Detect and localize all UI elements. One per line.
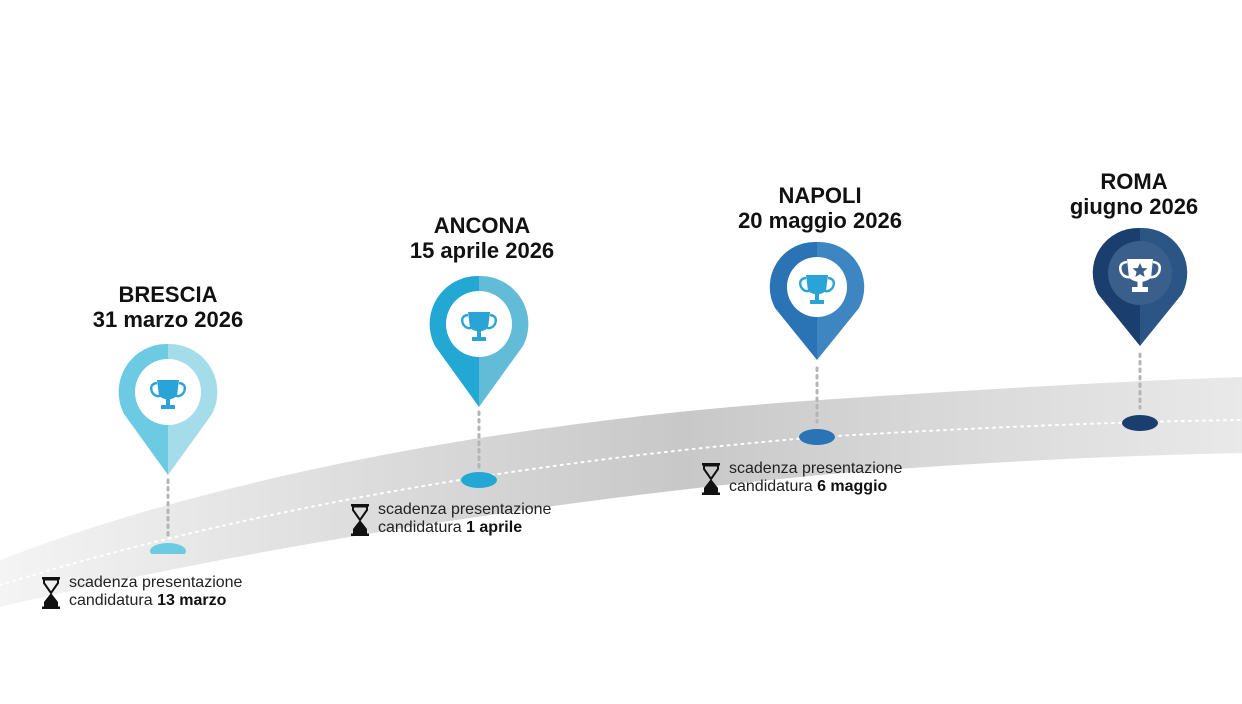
event-date: 15 aprile 2026 bbox=[409, 238, 555, 263]
map-marker-base bbox=[1122, 415, 1158, 431]
map-marker-base bbox=[150, 543, 186, 554]
event-date: giugno 2026 bbox=[1069, 194, 1199, 219]
location-pin-ancona bbox=[429, 275, 529, 488]
deadline-prefix: candidatura bbox=[729, 478, 818, 495]
deadline-line-1: scadenza presentazione bbox=[729, 460, 903, 477]
trophy-icon bbox=[149, 380, 187, 409]
hourglass-icon bbox=[702, 463, 720, 495]
map-marker-base bbox=[799, 429, 835, 445]
location-pin-napoli bbox=[769, 241, 865, 445]
deadline-line-1: scadenza presentazione bbox=[69, 574, 243, 591]
location-pin-brescia bbox=[118, 343, 218, 554]
deadline-note-napoli: scadenza presentazione candidatura 6 mag… bbox=[702, 460, 903, 496]
deadline-date: 1 aprile bbox=[466, 519, 523, 536]
stop-title-napoli: NAPOLI 20 maggio 2026 bbox=[690, 183, 950, 233]
trophy-star-icon bbox=[1118, 259, 1162, 292]
event-date: 20 maggio 2026 bbox=[738, 208, 902, 233]
stop-title-ancona: ANCONA 15 aprile 2026 bbox=[352, 213, 612, 263]
deadline-prefix: candidatura bbox=[69, 592, 158, 609]
deadline-note-ancona: scadenza presentazione candidatura 1 apr… bbox=[351, 501, 552, 537]
trophy-icon bbox=[460, 312, 498, 341]
deadline-date: 13 marzo bbox=[157, 592, 227, 609]
deadline-note-brescia: scadenza presentazione candidatura 13 ma… bbox=[42, 574, 243, 610]
trophy-icon bbox=[798, 275, 836, 304]
city-name: ANCONA bbox=[433, 213, 531, 238]
event-date: 31 marzo 2026 bbox=[92, 307, 244, 332]
stop-title-roma: ROMA giugno 2026 bbox=[1004, 169, 1242, 219]
deadline-date: 6 maggio bbox=[817, 478, 888, 495]
hourglass-icon bbox=[351, 504, 369, 536]
stop-title-brescia: BRESCIA 31 marzo 2026 bbox=[38, 282, 298, 332]
road-center-dots bbox=[0, 419, 1242, 586]
city-name: BRESCIA bbox=[118, 282, 218, 307]
deadline-prefix: candidatura bbox=[378, 519, 467, 536]
city-name: NAPOLI bbox=[778, 183, 862, 208]
city-name: ROMA bbox=[1100, 169, 1168, 194]
road-band bbox=[0, 377, 1242, 607]
location-pin-roma bbox=[1092, 227, 1188, 431]
deadline-line-1: scadenza presentazione bbox=[378, 501, 552, 518]
map-marker-base bbox=[461, 472, 497, 488]
hourglass-icon bbox=[42, 577, 60, 609]
